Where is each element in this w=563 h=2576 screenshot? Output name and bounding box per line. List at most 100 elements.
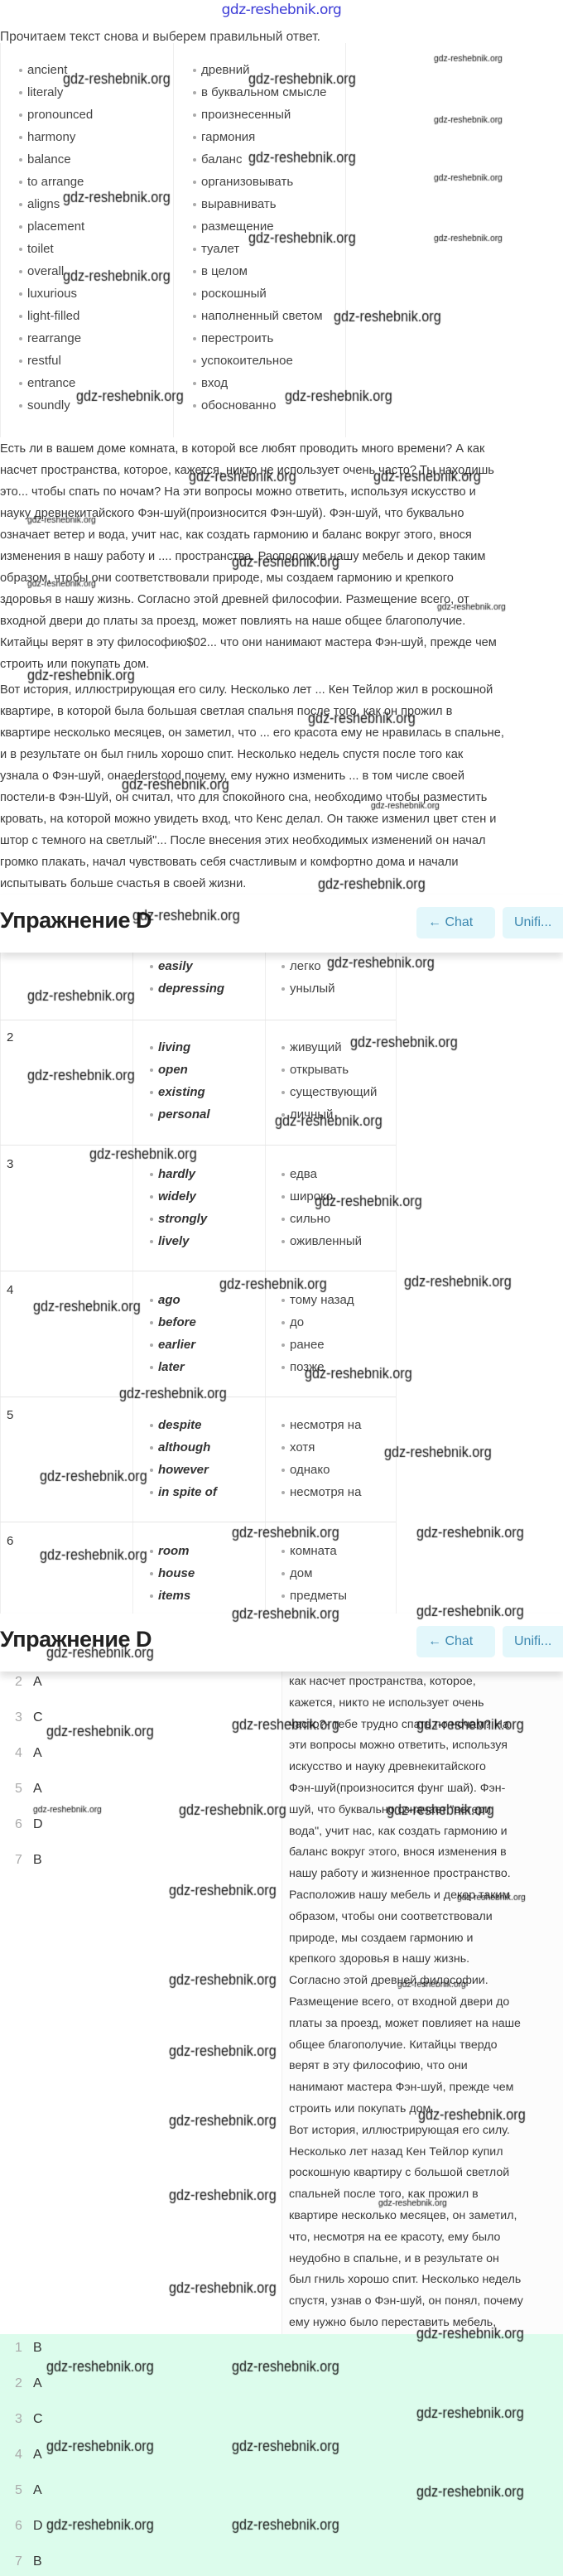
word-text: сильно [290,1212,331,1226]
bullet-icon [193,359,196,364]
vocab-translation: туалет [193,242,239,256]
vocab-word: to arrange [19,175,84,189]
translation-line: общее благополучие. Китайцы твердо [289,2038,498,2052]
bullet-icon [150,987,153,991]
unified-button[interactable]: Unifi... [503,907,563,938]
vocab-text: soundly [27,398,70,412]
bullet-icon [150,1069,153,1073]
word-text: предметы [290,1589,348,1603]
answer-letter: C [33,1710,43,1725]
translation-line: что, несмотря на ее красоту, ему было [289,2230,501,2244]
word-text: strongly [158,1212,208,1226]
bullet-icon [150,1173,153,1177]
russian-word: едва [282,1167,317,1181]
bullet-icon [282,1366,285,1370]
vocab-text: наполненный светом [201,309,323,323]
unified-button[interactable]: Unifi... [503,1626,563,1657]
top-watermark: gdz-reshebnik.org [221,2,342,18]
paragraph-1: Есть ли в вашем доме комната, в которой … [0,438,563,675]
bullet-icon [193,315,196,319]
vocab-word: toilet [19,242,54,256]
word-text: несмотря на [290,1418,362,1432]
word-text: house [158,1566,195,1580]
translation-line: баланс вокруг этого, внося изменения в [289,1845,507,1860]
vocab-translation: баланс [193,152,242,166]
vocab-text: в целом [201,264,248,278]
english-word: strongly [150,1212,207,1226]
word-text: однако [290,1463,330,1477]
vocab-text: entrance [27,376,76,390]
exercise-header-2: Упражнение D ← Chat Unifi... [0,1614,563,1672]
vocab-word: balance [19,152,71,166]
english-word: however [150,1463,209,1477]
translation-line: роскошную квартиру с большой светлой [289,2166,510,2180]
bullet-icon [282,1240,285,1244]
translation-line: Размещение всего, от входной двери до [289,1995,510,2009]
russian-word: до [282,1315,304,1329]
word-text: open [158,1063,188,1077]
translation-column: как насчет пространства, которое,кажется… [282,1672,563,2334]
bullet-icon [150,1343,153,1348]
word-text: existing [158,1085,205,1099]
answer-number: 3 [15,1710,22,1725]
english-word: before [150,1315,196,1329]
vocab-text: light-filled [27,309,80,323]
answer-letter: D [33,2519,43,2533]
english-word: despite [150,1418,202,1432]
bullet-icon [282,1491,285,1495]
russian-word: существующий [282,1085,377,1099]
text-line: это... чтобы спать по ночам? На эти вопр… [0,485,476,499]
text-line: Вот история, иллюстрирующая его силу. Не… [0,683,493,697]
word-text: room [158,1544,190,1558]
answer-letter: B [33,2341,42,2355]
word-text: lively [158,1234,190,1248]
english-word: easily [150,959,193,973]
translation-line: нанимают мастера Фэн-шуй, прежде чем [289,2081,514,2095]
arrow-left-icon: ← [428,915,441,929]
bullet-icon [19,315,22,319]
row-number: 4 [7,1283,14,1297]
word-text: hardly [158,1167,196,1181]
russian-word: хотя [282,1440,315,1454]
paragraph-2: Вот история, иллюстрирующая его силу. Не… [0,679,563,895]
chat-button[interactable]: ← Chat [416,1626,495,1657]
vocab-text: ancient [27,63,68,77]
russian-word: позже [282,1360,325,1374]
bullet-icon [193,91,196,95]
text-line: постели-в Фэн-Шуй, он считал, что для сп… [0,791,488,804]
vocab-translation: гармония [193,130,255,144]
answer-number: 7 [15,1853,22,1867]
answer-number: 5 [15,1782,22,1796]
bullet-icon [19,225,22,229]
text-line: квартире, в которой была большая светлая… [0,705,453,718]
answer-letter: C [33,2412,43,2426]
vocab-text: literaly [27,85,64,99]
translation-line: часто?- тебе трудно спать по ночам? На [289,1717,509,1731]
translation-line: искусство и науку древнекитайского [289,1760,486,1774]
vocab-text: обоснованно [201,398,277,412]
vocab-text: pronounced [27,108,94,122]
chat-button[interactable]: ← Chat [416,907,495,938]
vocab-word: entrance [19,376,75,390]
word-text: despite [158,1418,202,1432]
word-text: живущий [290,1040,342,1054]
bullet-icon [282,1218,285,1222]
answer-number: 2 [15,2376,22,2390]
translation-line: нашу работу и жизненное пространство. [289,1867,511,1881]
vocab-text: туалет [201,242,240,256]
translation-line: крепкого здоровья в нашу жизнь. [289,1952,470,1966]
vocab-translation: обоснованно [193,398,276,412]
row-number: 6 [7,1534,14,1548]
text-line: науку древнекитайского Фэн-шуй(произноси… [0,507,464,520]
translation-line: природе, мы создаем гармонию и [289,1931,474,1945]
russian-word: предметы [282,1589,347,1603]
bullet-icon [282,1572,285,1576]
